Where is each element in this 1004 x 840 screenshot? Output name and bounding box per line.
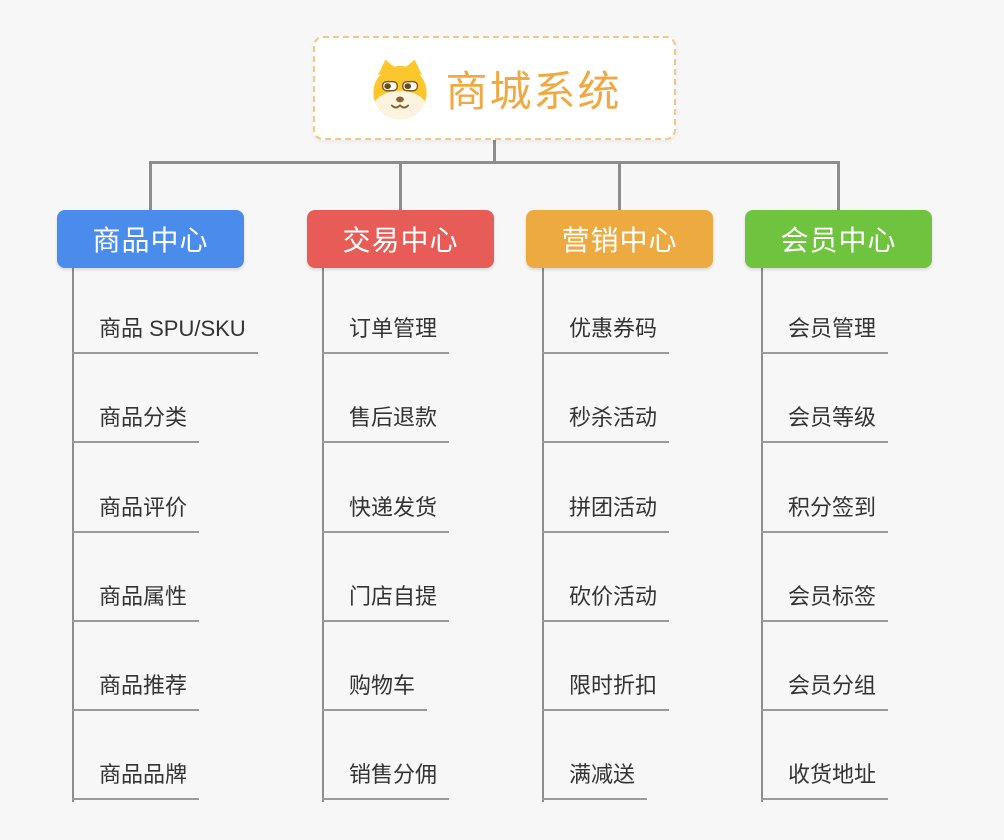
branch-label: 商品中心 <box>92 225 209 256</box>
branch-label: 营销中心 <box>561 225 678 256</box>
mindmap-leaf[interactable]: 限时折扣 <box>542 672 670 711</box>
mindmap-leaf[interactable]: 售后退款 <box>322 404 450 443</box>
branch-box-product-center[interactable]: 商品中心 <box>57 210 244 268</box>
mindmap-leaf[interactable]: 收货地址 <box>761 761 889 800</box>
column-trunk-line-1 <box>72 268 74 802</box>
mindmap-leaf[interactable]: 商品品牌 <box>72 761 200 800</box>
mindmap-leaf[interactable]: 门店自提 <box>322 583 450 622</box>
mindmap-leaf[interactable]: 商品分类 <box>72 404 200 443</box>
branch-box-member-center[interactable]: 会员中心 <box>745 210 932 268</box>
root-title: 商城系统 <box>445 67 622 115</box>
mindmap-leaf[interactable]: 会员分组 <box>761 672 889 711</box>
branch-rail-line <box>149 161 840 164</box>
mindmap-leaf[interactable]: 快递发货 <box>322 494 450 533</box>
mindmap-leaf[interactable]: 会员等级 <box>761 404 889 443</box>
mindmap-leaf[interactable]: 优惠券码 <box>542 315 670 354</box>
branch-box-trade-center[interactable]: 交易中心 <box>307 210 494 268</box>
branch-drop-line-4 <box>837 161 840 210</box>
mindmap-leaf[interactable]: 积分签到 <box>761 494 889 533</box>
branch-label: 交易中心 <box>342 225 459 256</box>
mindmap-leaf[interactable]: 砍价活动 <box>542 583 670 622</box>
dog-face-icon <box>373 59 428 120</box>
root-node[interactable]: 商城系统 <box>313 36 676 140</box>
mindmap-leaf[interactable]: 商品属性 <box>72 583 200 622</box>
mindmap-leaf[interactable]: 拼团活动 <box>542 494 670 533</box>
mindmap-leaf[interactable]: 会员管理 <box>761 315 889 354</box>
mindmap-leaf[interactable]: 会员标签 <box>761 583 889 622</box>
mindmap-leaf[interactable]: 商品推荐 <box>72 672 200 711</box>
column-trunk-line-4 <box>761 268 763 802</box>
branch-label: 会员中心 <box>780 225 897 256</box>
mindmap-leaf[interactable]: 满减送 <box>542 761 648 800</box>
mindmap-leaf[interactable]: 商品 SPU/SKU <box>72 315 258 354</box>
mindmap-leaf[interactable]: 销售分佣 <box>322 761 450 800</box>
mindmap-leaf[interactable]: 商品评价 <box>72 494 200 533</box>
branch-drop-line-1 <box>149 161 152 210</box>
branch-drop-line-3 <box>618 161 621 210</box>
root-drop-line <box>493 139 496 164</box>
column-trunk-line-2 <box>322 268 324 802</box>
column-trunk-line-3 <box>542 268 544 802</box>
branch-drop-line-2 <box>399 161 402 210</box>
mindmap-leaf[interactable]: 秒杀活动 <box>542 404 670 443</box>
branch-box-marketing-center[interactable]: 营销中心 <box>526 210 713 268</box>
mindmap-leaf[interactable]: 订单管理 <box>322 315 450 354</box>
mindmap-leaf[interactable]: 购物车 <box>322 672 428 711</box>
